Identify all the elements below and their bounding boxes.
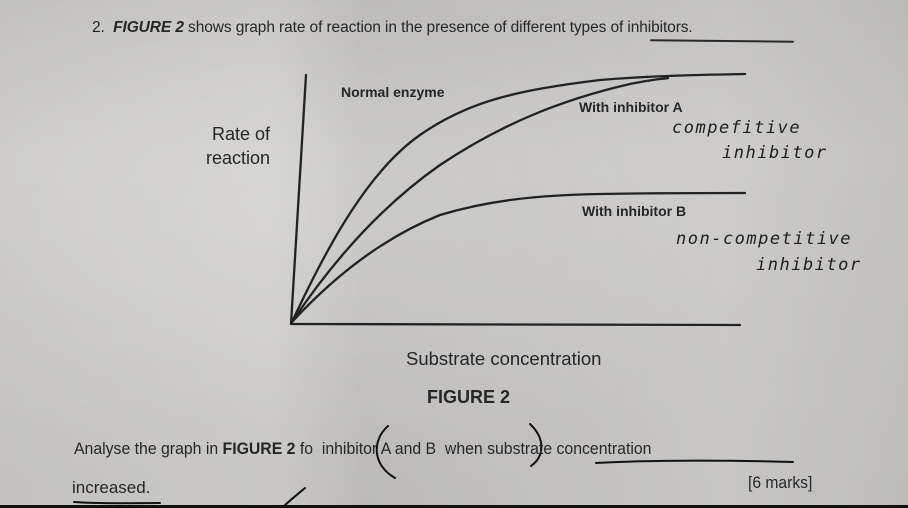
question-number: 2. xyxy=(92,19,105,36)
pen-open-bracket xyxy=(375,425,396,479)
instruction-text: Analyse the graph in FIGURE 2 fo inhibit… xyxy=(74,439,651,459)
handwritten-non-competitive: non-competitive xyxy=(676,229,853,249)
normal-enzyme-label: Normal enzyme xyxy=(341,84,445,100)
instruction-part1: Analyse the graph in xyxy=(74,439,223,458)
inhibitor-b-label: With inhibitor B xyxy=(582,203,687,219)
handwritten-inhibitor-a: inhibitor xyxy=(722,143,828,163)
pen-underline-increased xyxy=(73,501,161,505)
figure-reference: FIGURE 2 xyxy=(113,19,184,36)
inhibitor-b-curve xyxy=(290,191,747,324)
pen-underline-substrate xyxy=(595,459,794,464)
x-axis xyxy=(289,322,742,327)
marks-allocation: [6 marks] xyxy=(748,473,813,492)
pen-close-bracket xyxy=(529,423,543,467)
instruction-part4: when substrate concentration xyxy=(444,439,652,458)
handwritten-inhibitor-b: inhibitor xyxy=(756,255,862,275)
question-title: 2. FIGURE 2 shows graph rate of reaction… xyxy=(92,19,693,37)
inhibitor-a-label: With inhibitor A xyxy=(579,99,683,115)
y-axis-label-line1: Rate of xyxy=(211,124,270,144)
instruction-part3: inhibitor A and B xyxy=(321,439,437,458)
instruction-line2: increased. xyxy=(72,478,151,497)
figure-caption: FIGURE 2 xyxy=(427,387,511,407)
normal-enzyme-curve xyxy=(290,72,747,324)
page-bottom-edge xyxy=(0,505,908,508)
y-axis-label-line2: reaction xyxy=(205,148,270,168)
question-text: shows graph rate of reaction in the pres… xyxy=(183,19,693,36)
instruction-part2: fo xyxy=(295,439,314,458)
handwritten-competitive: compefitive xyxy=(672,118,802,138)
instruction-figure-ref: FIGURE 2 xyxy=(222,439,296,458)
y-axis xyxy=(289,73,308,326)
inhibitor-a-curve xyxy=(290,76,669,324)
x-axis-label: Substrate concentration xyxy=(406,348,602,369)
y-axis-label: Rate of reaction xyxy=(190,122,270,170)
